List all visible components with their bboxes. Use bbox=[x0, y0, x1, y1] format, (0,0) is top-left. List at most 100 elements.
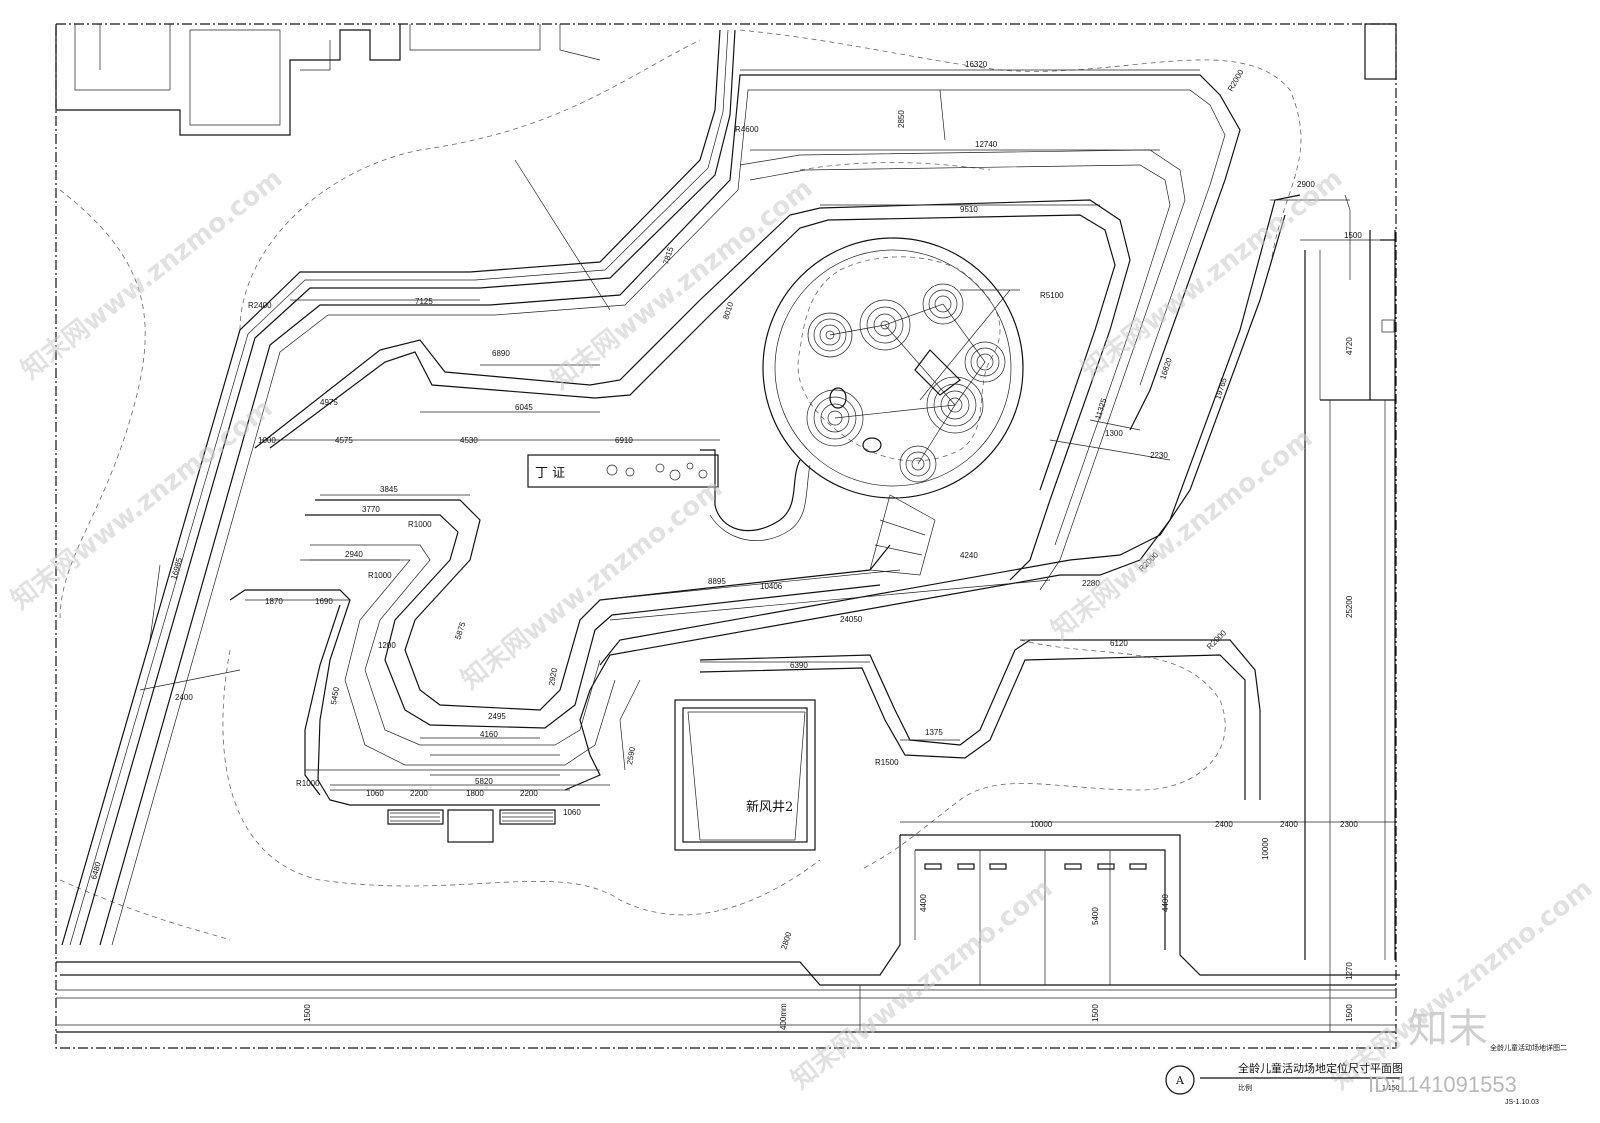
radius-2000a: R2000 bbox=[1226, 68, 1246, 93]
dim-4575: 4575 bbox=[335, 436, 353, 445]
radius-4600: R4600 bbox=[735, 125, 759, 134]
sheet-ref: A bbox=[1175, 1074, 1185, 1087]
radius-1000c: R1000 bbox=[368, 571, 392, 580]
dim-1500: 1500 bbox=[1344, 231, 1362, 240]
lower-enclosure bbox=[60, 834, 1400, 985]
dim-4975: 4975 bbox=[320, 398, 338, 407]
watermark-6: 知末网www.znzmo.com bbox=[1076, 163, 1348, 385]
walkway-right bbox=[619, 639, 1261, 800]
ring-targets bbox=[806, 283, 1006, 483]
dim-2400c: 2400 bbox=[175, 693, 193, 702]
sheet-code: JS-1.10.03 bbox=[1505, 1099, 1539, 1106]
radius-1500: R1500 bbox=[875, 758, 899, 767]
right-building-strip bbox=[1304, 230, 1396, 960]
dim-2230: 2230 bbox=[1150, 451, 1168, 460]
walkway-left-diagonal bbox=[61, 29, 1241, 946]
dim-1800: 1800 bbox=[466, 789, 484, 798]
dim-1375: 1375 bbox=[925, 728, 943, 737]
dim-2495: 2495 bbox=[488, 712, 506, 721]
dim-10406: 10406 bbox=[760, 582, 783, 591]
watermark-1: 知末网www.znzmo.com bbox=[16, 163, 288, 385]
leader-lines bbox=[139, 69, 1396, 823]
dim-3770: 3770 bbox=[362, 505, 380, 514]
building-top-right bbox=[1364, 23, 1397, 80]
dim-2920: 2920 bbox=[547, 667, 559, 687]
dim-2900: 2900 bbox=[1297, 180, 1315, 189]
dim-2300: 2300 bbox=[1340, 820, 1358, 829]
dim-5820: 5820 bbox=[475, 777, 493, 786]
dim-7125: 7125 bbox=[415, 297, 433, 306]
dim-6045: 6045 bbox=[515, 403, 533, 412]
dim-4530: 4530 bbox=[460, 436, 478, 445]
watermark-5: 知末网www.znzmo.com bbox=[1046, 423, 1318, 645]
scale-label: 比例 bbox=[1238, 1083, 1252, 1092]
dim-1060a: 1060 bbox=[366, 789, 384, 798]
dim-6390: 6390 bbox=[790, 661, 808, 670]
dim-1500b: 1500 bbox=[1091, 1004, 1100, 1022]
radius-2400: R2400 bbox=[248, 301, 272, 310]
dim-1000: 1000 bbox=[258, 436, 276, 445]
dim-1690: 1690 bbox=[315, 597, 333, 606]
sheet-ref-circle bbox=[1165, 1065, 1195, 1095]
landscape-contours bbox=[59, 29, 1302, 941]
dim-16985: 16985 bbox=[169, 556, 184, 580]
dim-1870: 1870 bbox=[265, 597, 283, 606]
width-note: 400mm bbox=[779, 1003, 788, 1030]
dim-2400b: 2400 bbox=[1280, 820, 1298, 829]
dim-4160: 4160 bbox=[480, 730, 498, 739]
dim-2590: 2590 bbox=[625, 746, 637, 766]
shaft-label: 新风井2 bbox=[746, 799, 793, 815]
brand-watermark: 知末 bbox=[1408, 1006, 1488, 1052]
watermark-4: 知末网www.znzmo.com bbox=[456, 473, 728, 695]
zigzag-play-path bbox=[229, 499, 891, 806]
dim-1300: 1300 bbox=[1105, 429, 1123, 438]
scale-value: 1:150 bbox=[1382, 1085, 1400, 1092]
dim-16320: 16320 bbox=[965, 60, 988, 69]
dim-10000v: 10000 bbox=[1261, 837, 1270, 860]
dim-4400b: 4400 bbox=[1161, 894, 1170, 912]
dim-4720: 4720 bbox=[1345, 337, 1354, 355]
circle-play-area bbox=[700, 237, 1024, 576]
dim-5450: 5450 bbox=[329, 686, 341, 706]
radius-1000a: R1000 bbox=[296, 779, 320, 788]
dim-1060b: 1060 bbox=[563, 808, 581, 817]
sheet-title: 全龄儿童活动场地定位尺寸平面图 bbox=[1238, 1061, 1403, 1075]
dim-2400a: 2400 bbox=[1215, 820, 1233, 829]
dim-24050: 24050 bbox=[840, 615, 863, 624]
slot-marks bbox=[924, 863, 1147, 870]
radius-1000b: R1000 bbox=[408, 520, 432, 529]
dim-2280: 2280 bbox=[1082, 579, 1100, 588]
dim-8895: 8895 bbox=[708, 577, 726, 586]
dim-1270: 1270 bbox=[1345, 962, 1354, 980]
dim-11325: 11325 bbox=[1093, 397, 1108, 421]
sheet-frame bbox=[55, 23, 1397, 1049]
bottom-rails bbox=[56, 960, 1396, 1033]
dim-19765: 19765 bbox=[1213, 376, 1229, 400]
dim-12740: 12740 bbox=[975, 140, 998, 149]
dim-2200a: 2200 bbox=[410, 789, 428, 798]
ventilation-shaft: 新风井2 bbox=[674, 699, 816, 851]
watermark-2: 知末网www.znzmo.com bbox=[6, 393, 278, 615]
dim-5875: 5875 bbox=[453, 620, 467, 640]
dim-2200b: 2200 bbox=[520, 789, 538, 798]
dim-4400a: 4400 bbox=[919, 894, 928, 912]
dim-6910: 6910 bbox=[615, 436, 633, 445]
dim-3845: 3845 bbox=[380, 485, 398, 494]
dim-2940: 2940 bbox=[345, 550, 363, 559]
dim-10000: 10000 bbox=[1030, 820, 1053, 829]
dim-6120: 6120 bbox=[1110, 639, 1128, 648]
dim-1500c: 1500 bbox=[1345, 1004, 1354, 1022]
building-outline bbox=[55, 24, 601, 136]
dim-9510: 9510 bbox=[960, 205, 978, 214]
id-watermark: ID:1141091553 bbox=[1368, 1072, 1517, 1097]
sheet-note: 全龄儿童活动场地详图二 bbox=[1490, 1043, 1567, 1052]
sign-board: 丁 证 bbox=[527, 454, 719, 488]
title-block: A 全龄儿童活动场地定位尺寸平面图 比例 1:150 JS-1.10.03 全龄… bbox=[1165, 1043, 1567, 1106]
watermarks: 知末网www.znzmo.com 知末网www.znzmo.com 知末网www… bbox=[6, 163, 1598, 1095]
sign-text: 丁 证 bbox=[535, 466, 565, 481]
walkway-inner bbox=[254, 149, 1351, 791]
dim-5400: 5400 bbox=[1091, 907, 1100, 925]
dim-6890: 6890 bbox=[492, 349, 510, 358]
dim-25200: 25200 bbox=[1345, 595, 1354, 618]
